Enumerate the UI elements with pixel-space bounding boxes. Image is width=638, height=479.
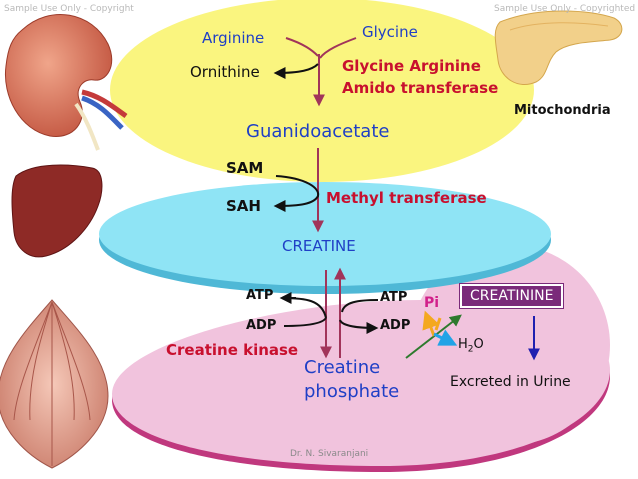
amidinotransferase-label-1: Glycine Arginine (342, 57, 481, 75)
methyltransferase-label: Methyl transferase (326, 189, 487, 207)
liver-image (11, 164, 103, 258)
creatine-phosphate-label-1: Creatine (304, 357, 381, 378)
adp-right-label: ADP (380, 318, 411, 333)
atp-left-label: ATP (246, 288, 274, 303)
cyan-disc (99, 182, 551, 294)
mitochondria-label: Mitochondria (514, 103, 611, 118)
water-label: H2O (458, 337, 484, 355)
glycine-label: Glycine (362, 23, 418, 41)
water-arrow (433, 329, 458, 346)
kidney-image (4, 14, 128, 151)
credit-label: Dr. N. Sivaranjani (290, 449, 369, 459)
pi-label: Pi (424, 295, 440, 311)
creatine-label: CREATINE (282, 237, 356, 255)
watermark-kidney: Sample Use Only - Copyright (4, 4, 134, 14)
adp-left-label: ADP (246, 318, 277, 333)
sah-label: SAH (226, 197, 261, 215)
guanidoacetate-label: Guanidoacetate (246, 121, 390, 142)
creatine-kinase-label: Creatine kinase (166, 341, 299, 359)
yellow-disc (110, 0, 534, 182)
excreted-label: Excreted in Urine (450, 374, 571, 390)
atp-adp-right-arrow (339, 299, 378, 328)
amidinotransferase-label-2: Amido transferase (342, 79, 499, 97)
muscle-image (0, 299, 109, 469)
arginine-glycine-merge (285, 37, 357, 59)
atp-right-label: ATP (380, 290, 408, 305)
arginine-label: Arginine (202, 29, 265, 47)
ornithine-label: Ornithine (190, 63, 260, 81)
sam-sah-arrow (273, 175, 320, 212)
sam-label: SAM (226, 159, 264, 177)
pancreas-image (494, 10, 623, 85)
pi-release-arrow (422, 310, 440, 337)
creatinine-formation-arrow (405, 314, 462, 359)
creatinine-box: CREATININE (458, 283, 565, 309)
watermark-pancreas: Sample Use Only - Copyrighted (494, 4, 636, 14)
creatine-phosphate-label-2: phosphate (304, 381, 400, 402)
ornithine-arrow (273, 63, 319, 79)
pi-release-arrow-2 (434, 317, 442, 331)
